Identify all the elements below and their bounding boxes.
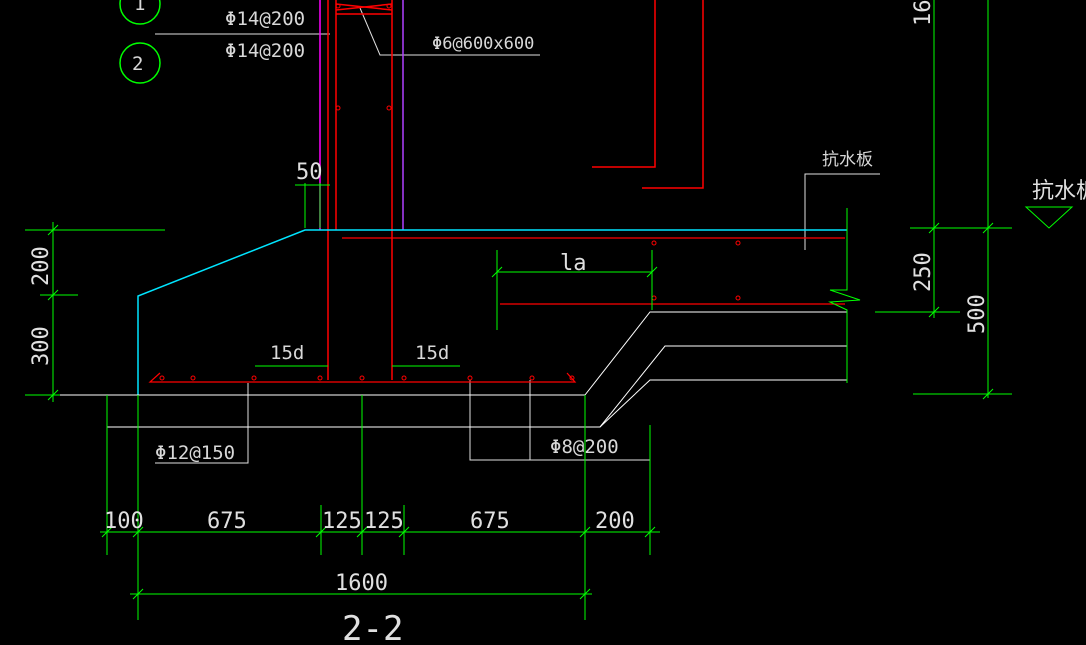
left-dimensions <box>25 222 165 402</box>
column-rebar-dots <box>335 3 392 111</box>
rebar-distribution-label: Φ8@200 <box>550 436 619 458</box>
marker-circle-1 <box>119 0 161 25</box>
bottom-rebar-dots <box>159 240 741 381</box>
slab-top-outline <box>137 229 847 395</box>
slab-rebar <box>148 237 845 383</box>
anchorage-dimension <box>491 250 658 330</box>
right-dim-upper: 250 <box>911 252 936 292</box>
left-dim-lower: 300 <box>29 326 54 366</box>
anchorage-label: la <box>560 251 587 276</box>
bottom-dim-3: 125 <box>322 509 362 534</box>
rebar-top-2: Φ14@200 <box>225 40 305 62</box>
slab-label-right: 抗水板 <box>1032 179 1086 204</box>
bottom-dim-6: 200 <box>595 509 635 534</box>
bottom-dim-2: 675 <box>207 509 247 534</box>
offset-dimension <box>295 183 330 228</box>
bottom-dim-total: 1600 <box>335 571 388 596</box>
right-dimensions <box>875 0 1012 400</box>
bottom-dim-4: 125 <box>364 509 404 534</box>
hook-left-label: 15d <box>270 342 304 364</box>
rebar-stirrup: Φ6@600x600 <box>432 34 534 54</box>
rebar-bottom-label: Φ12@150 <box>155 442 235 464</box>
elevation-marker <box>1024 206 1074 229</box>
marker-label-2: 2 <box>132 53 143 75</box>
bottom-dimensions <box>100 395 660 620</box>
marker-label-1: 1 <box>134 0 145 15</box>
hook-right-label: 15d <box>415 342 449 364</box>
right-dim-top-cut: 160 <box>911 0 936 26</box>
offset-dimension-label: 50 <box>296 160 323 185</box>
slab-label: 抗水板 <box>822 150 873 170</box>
right-dim-total: 500 <box>965 294 990 334</box>
column-lines <box>319 0 704 380</box>
marker-circle-2 <box>119 42 161 84</box>
rebar-top-1: Φ14@200 <box>225 8 305 30</box>
section-markers <box>119 0 161 84</box>
left-dim-upper: 200 <box>29 246 54 286</box>
bottom-dim-1: 100 <box>104 509 144 534</box>
footing-outline <box>50 311 847 428</box>
bottom-dim-5: 675 <box>470 509 510 534</box>
rebar-leaders <box>155 7 880 464</box>
section-title: 2-2 <box>342 609 403 645</box>
break-line <box>828 208 861 383</box>
